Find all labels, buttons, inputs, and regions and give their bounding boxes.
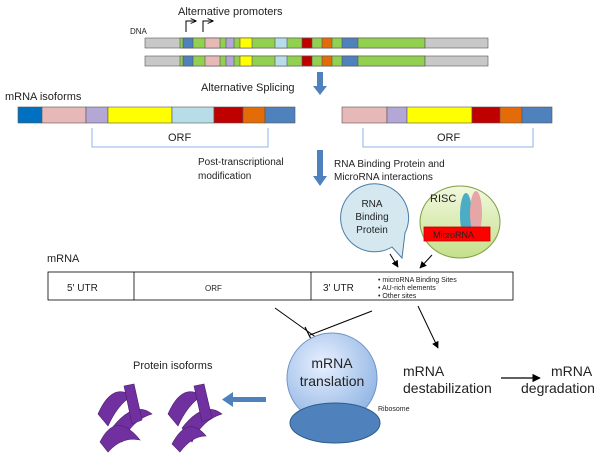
orf-bracket-left	[91, 128, 269, 148]
dna-strand-1	[144, 37, 489, 49]
promoter-arrow-1	[185, 21, 196, 32]
site-label-1: • microRNA Binding Sites	[378, 277, 457, 284]
site-label-2: • AU-rich elements	[378, 285, 436, 292]
protein-isoforms-label: Protein isoforms	[133, 360, 213, 372]
promoter-arrow-2	[202, 21, 213, 32]
rbp-micro-label-1: RNA Binding Protein and	[334, 159, 445, 170]
alt-splicing-label: Alternative Splicing	[201, 82, 295, 94]
orf-mrna-label: ORF	[205, 284, 222, 293]
utr3-label: 3' UTR	[323, 283, 354, 294]
site-label-3: • Other sites	[378, 293, 417, 300]
rbp-callout	[340, 183, 410, 260]
degrad-label-1: mRNA	[551, 363, 593, 379]
translation-to-protein-arrow	[222, 392, 266, 407]
protein-isoform-1	[97, 383, 153, 453]
utr5-label: 5' UTR	[67, 283, 98, 294]
orf-label-left: ORF	[168, 132, 192, 144]
destab-label-1: mRNA	[403, 363, 445, 379]
mrna-isoforms-label: mRNA isoforms	[5, 91, 82, 103]
rbp-arrow	[389, 253, 399, 268]
ribosome-label: Ribosome	[378, 406, 410, 413]
rbp-micro-label-2: MicroRNA interactions	[334, 172, 433, 183]
orf-label-right: ORF	[437, 132, 461, 144]
risc-complex	[419, 185, 501, 259]
orf-bracket-right	[362, 128, 534, 148]
ribosome	[289, 402, 381, 444]
destab-arrow	[417, 305, 439, 349]
post-tx-arrow	[313, 150, 327, 186]
destab-label-2: destabilization	[403, 380, 492, 396]
microrna-label: MicroRNA	[433, 230, 474, 240]
alt-promoters-label: Alternative promoters	[178, 6, 283, 18]
risc-label: RISC	[430, 193, 456, 205]
mrna-isoform-1	[17, 106, 296, 124]
post-tx-label-1: Post-transcriptional	[198, 157, 284, 168]
splicing-arrow	[313, 72, 327, 95]
dna-label: DNA	[130, 27, 148, 36]
translation-label-1: mRNA	[311, 355, 353, 371]
mrna-label: mRNA	[47, 253, 80, 265]
post-tx-label-2: modification	[198, 171, 251, 182]
inhibition-line	[309, 310, 373, 336]
rbp-label-2: Binding	[355, 212, 388, 223]
rbp-label-3: Protein	[356, 225, 388, 236]
protein-isoform-2	[167, 383, 223, 453]
degrad-label-2: degradation	[521, 380, 595, 396]
mrna-isoform-2	[341, 106, 553, 124]
risc-arrow	[419, 254, 433, 269]
translation-label-2: translation	[300, 373, 365, 389]
rbp-label-1: RNA	[361, 199, 382, 210]
mrna-bar	[47, 271, 514, 301]
dna-strand-2	[144, 55, 489, 67]
